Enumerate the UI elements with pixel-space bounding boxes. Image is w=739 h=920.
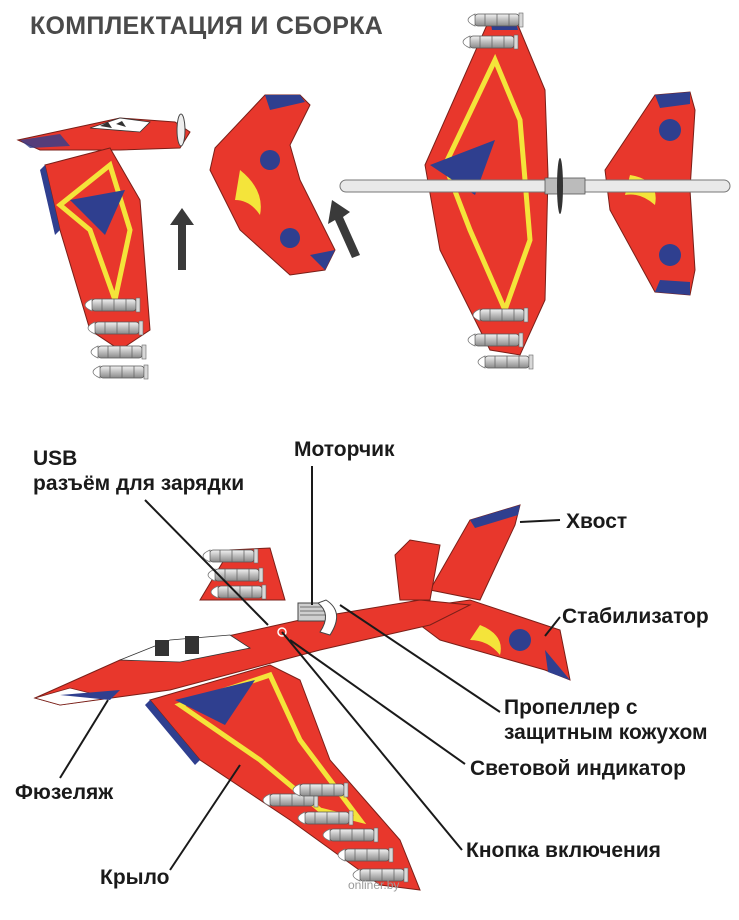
leader-wing [169,764,241,871]
watermark: onliner.by [348,878,400,892]
label-motor: Моторчик [294,438,395,461]
tail-part-illustration [209,94,336,276]
leader-propeller [339,604,501,713]
leader-usb [144,499,269,626]
fuselage-part-illustration [16,113,191,151]
leader-stabilizer [544,616,561,637]
label-power-button: Кнопка включения [466,839,661,862]
label-wing: Крыло [100,866,170,889]
label-tail: Хвост [566,510,628,533]
leader-tail [519,519,561,523]
label-propeller-line1: Пропеллер с [504,696,638,719]
leader-power-button [281,631,463,851]
label-propeller-line2: защитным кожухом [504,721,708,744]
label-usb-line2: разъём для зарядки [33,472,245,495]
wing-part-illustration [40,147,151,380]
assembly-arrows [170,200,360,270]
label-stabilizer: Стабилизатор [562,605,709,628]
leader-lines [59,466,561,871]
assembled-top-view-illustration [339,12,731,370]
leader-indicator [289,639,466,765]
assembled-plane-illustration [33,504,571,891]
label-fuselage: Фюзеляж [15,781,114,804]
page-title: КОМПЛЕКТАЦИЯ И СБОРКА [30,12,384,40]
label-indicator: Световой индикатор [470,757,686,780]
label-usb-line1: USB [33,447,78,470]
leader-fuselage [59,699,109,779]
